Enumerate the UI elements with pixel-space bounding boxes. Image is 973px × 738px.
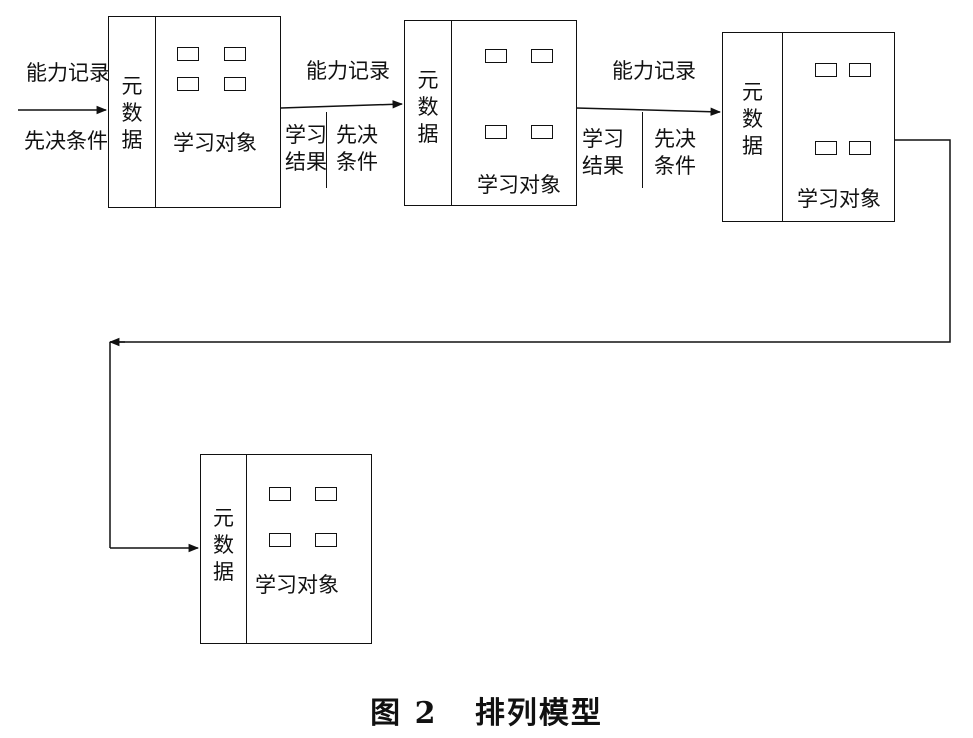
meta-data-cell-1: 元 数 据 bbox=[109, 17, 156, 207]
meta-data-cell-4: 元 数 据 bbox=[201, 455, 247, 643]
learning-object-box-2: 元 数 据 学习对象 bbox=[404, 20, 577, 206]
learning-result-label: 学习 结果 bbox=[285, 123, 327, 174]
learning-object-label: 学习对象 bbox=[173, 131, 257, 155]
slot-icon bbox=[531, 49, 553, 63]
slot-icon bbox=[815, 63, 837, 77]
slot-icon bbox=[485, 49, 507, 63]
slot-icon bbox=[849, 63, 871, 77]
arrow-box2-to-box3 bbox=[575, 107, 722, 116]
slot-icon bbox=[269, 533, 291, 547]
separator-line bbox=[326, 112, 327, 188]
slot-icon bbox=[177, 47, 199, 61]
slot-icon bbox=[269, 487, 291, 501]
slot-icon bbox=[315, 533, 337, 547]
slot-icon bbox=[315, 487, 337, 501]
meta-data-cell-3: 元 数 据 bbox=[723, 33, 783, 221]
prerequisite-label: 先决 条件 bbox=[336, 123, 378, 174]
learning-object-label: 学习对象 bbox=[255, 573, 339, 597]
meta-data-label: 元 数 据 bbox=[121, 74, 143, 152]
slot-icon bbox=[224, 47, 246, 61]
loop-return-line bbox=[110, 139, 951, 343]
prerequisite-label: 先决 条件 bbox=[654, 127, 696, 178]
meta-data-label: 元 数 据 bbox=[742, 80, 763, 158]
meta-data-label: 元 数 据 bbox=[417, 68, 439, 146]
learning-object-label: 学习对象 bbox=[797, 187, 881, 211]
slot-icon bbox=[177, 77, 199, 91]
learning-object-label: 学习对象 bbox=[477, 173, 561, 197]
slot-icon bbox=[531, 125, 553, 139]
learning-object-box-3: 元 数 据 学习对象 bbox=[722, 32, 895, 222]
meta-data-cell-2: 元 数 据 bbox=[405, 21, 452, 205]
ability-record-label: 能力记录 bbox=[26, 61, 110, 85]
slot-icon bbox=[815, 141, 837, 155]
separator-line bbox=[642, 112, 643, 188]
slot-icon bbox=[224, 77, 246, 91]
learning-object-box-1: 元 数 据 学习对象 bbox=[108, 16, 281, 208]
figure-caption: 图 2 排列模型 bbox=[370, 696, 603, 731]
ability-record-label: 能力记录 bbox=[306, 59, 390, 83]
ability-record-label: 能力记录 bbox=[612, 59, 696, 83]
slot-icon bbox=[485, 125, 507, 139]
learning-result-label: 学习 结果 bbox=[582, 127, 624, 178]
meta-data-label: 元 数 据 bbox=[213, 506, 234, 584]
arrow-box1-to-box2 bbox=[280, 100, 404, 109]
slot-icon bbox=[849, 141, 871, 155]
learning-object-box-4: 元 数 据 学习对象 bbox=[200, 454, 372, 644]
prerequisite-label: 先决条件 bbox=[24, 129, 108, 153]
